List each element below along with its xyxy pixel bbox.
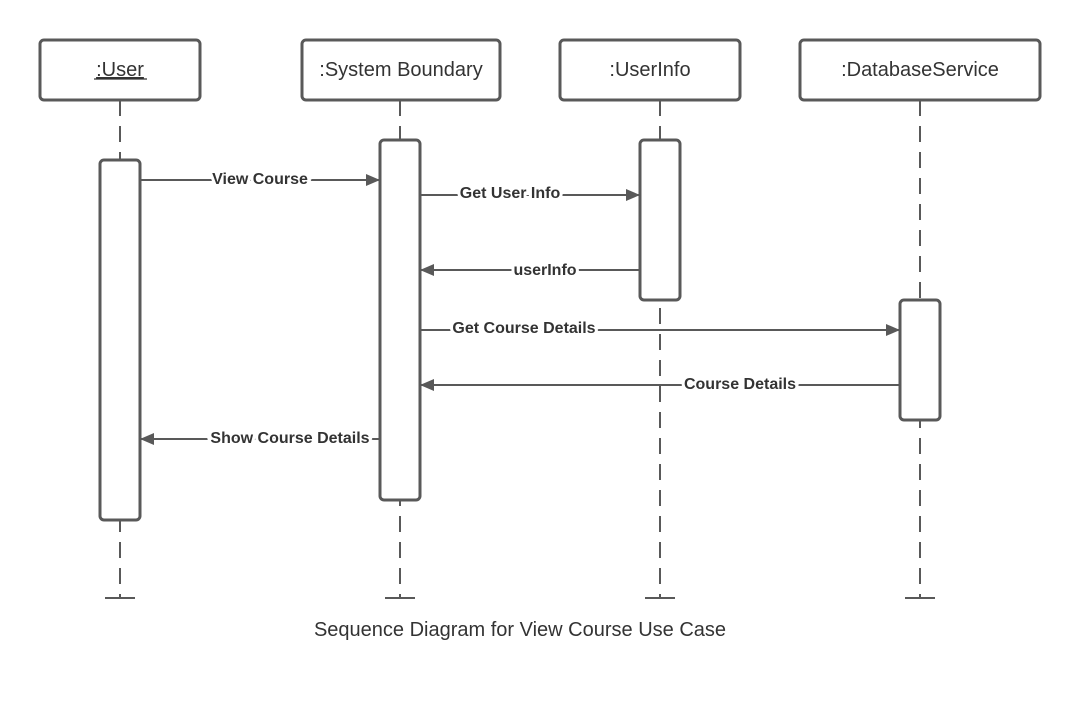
messages	[140, 174, 900, 445]
activation-bar-database-service	[898, 298, 942, 422]
participant-system-boundary: :System Boundary	[300, 38, 502, 102]
message-label-userinfo: userInfo	[513, 262, 576, 279]
participant-label: :UserInfo	[609, 59, 690, 81]
activation-bar-user	[98, 158, 142, 522]
participant-box	[38, 38, 202, 102]
participant-label: :System Boundary	[319, 59, 482, 81]
message-label-course-details: Course Details	[684, 376, 796, 393]
message-label-get-user-info: Get User Info	[460, 185, 561, 202]
message-label-view-course: View Course	[212, 171, 308, 188]
participant-userinfo: :UserInfo	[558, 38, 742, 102]
participant-user: :User	[38, 38, 202, 102]
participant-box	[798, 38, 1042, 102]
diagram-caption: Sequence Diagram for View Course Use Cas…	[314, 619, 726, 641]
participant-box	[300, 38, 502, 102]
activation-bar-userinfo	[638, 138, 682, 302]
participant-database-service: :DatabaseService	[798, 38, 1042, 102]
message-label-get-course-details: Get Course Details	[452, 320, 595, 337]
participant-label: :DatabaseService	[841, 59, 999, 81]
participant-label: :User	[96, 59, 144, 81]
activation-bars	[98, 138, 942, 522]
activation-bar-system-boundary	[378, 138, 422, 502]
message-label-show-course-details: Show Course Details	[210, 430, 369, 447]
participant-box	[558, 38, 742, 102]
message-labels: View Course Get User Info userInfo Get C…	[207, 168, 799, 450]
